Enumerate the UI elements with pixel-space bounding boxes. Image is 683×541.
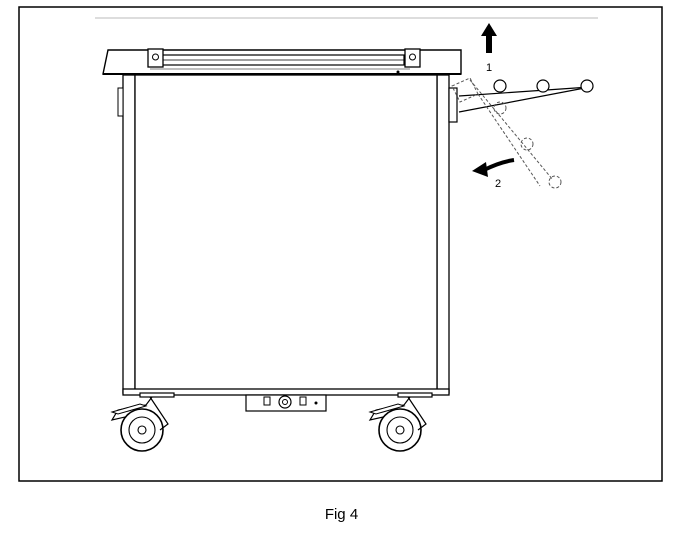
curved-arrow-icon xyxy=(472,158,515,177)
lid xyxy=(102,48,462,75)
lever-knob-3 xyxy=(580,79,594,93)
step-label-1: 1 xyxy=(486,62,492,74)
cabinet-left-post xyxy=(122,74,136,394)
left-caster-plate xyxy=(139,392,175,398)
right-caster-brake xyxy=(368,403,406,415)
lid-bracket-right-screw xyxy=(409,53,416,61)
right-caster-hub xyxy=(395,425,405,435)
lever-arm-lower xyxy=(458,86,591,113)
left-caster-brake xyxy=(110,403,148,415)
left-side-handle xyxy=(117,87,124,117)
figure-caption: Fig 4 xyxy=(324,506,359,523)
control-box xyxy=(245,394,327,412)
lever-knob-2 xyxy=(536,79,550,93)
right-caster-support xyxy=(407,396,427,431)
control-indicator-dot xyxy=(314,401,318,405)
figure-frame xyxy=(18,6,663,482)
left-caster-hub xyxy=(137,425,147,435)
lever-assembly: 1 2 xyxy=(448,23,594,190)
lever-arm-upper xyxy=(458,86,591,97)
step-label-2: 2 xyxy=(495,178,501,190)
left-caster xyxy=(110,392,175,452)
cabinet xyxy=(117,74,455,396)
control-switch-right xyxy=(299,396,307,406)
right-caster xyxy=(368,392,433,452)
lever-swing-outline xyxy=(451,77,562,189)
left-caster-support xyxy=(149,396,169,431)
cabinet-right-post xyxy=(436,74,450,394)
right-caster-plate xyxy=(397,392,433,398)
control-knob-center xyxy=(282,399,288,405)
cabinet-front-panel xyxy=(134,74,438,394)
arrow-up-icon xyxy=(481,23,497,53)
control-switch-left xyxy=(263,396,271,406)
lever-knob-1 xyxy=(493,79,507,93)
lid-pin xyxy=(396,70,400,74)
lid-bracket-left-screw xyxy=(152,53,159,61)
